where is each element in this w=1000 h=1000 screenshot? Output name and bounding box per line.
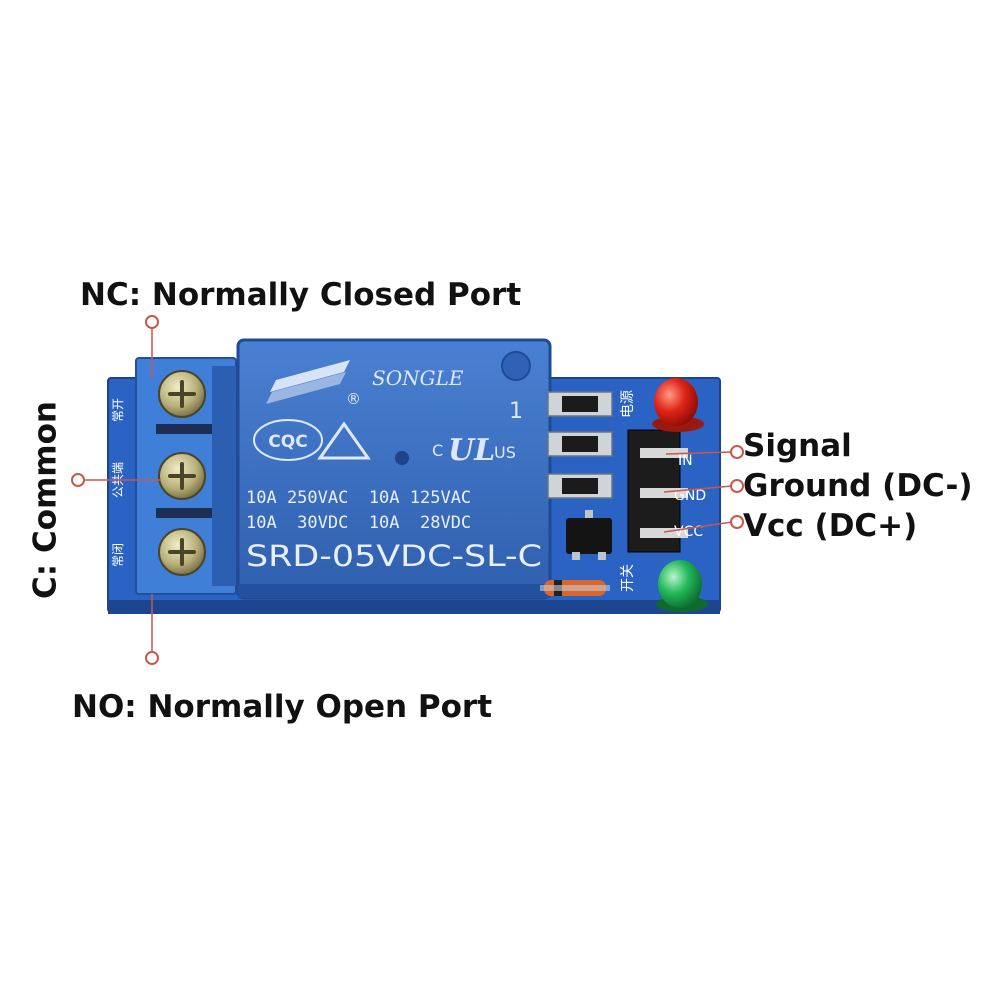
vcc-pin-label: Vcc (DC+) [743,508,918,544]
rating-line-2: 10A 30VDC 10A 28VDC [246,513,471,533]
pcb-shadow [108,600,720,614]
callout-line-ground [663,485,733,493]
cqc-logo-icon: CQC [253,419,323,461]
callout-dot-no [145,651,159,665]
relay-model: SRD-05VDC-SL-C [246,539,542,573]
terminal-divider [156,424,212,434]
callout-dot-vcc [730,515,744,529]
screw-terminal-no [158,528,206,576]
callout-dot-nc [145,315,159,329]
header-pin [640,488,688,498]
songle-logo-icon [266,360,350,404]
ul-us: US [494,443,516,462]
common-port-label: C: Common [27,401,64,599]
diode [540,580,610,596]
pin-label-in: IN [678,453,693,469]
no-port-label: NO: Normally Open Port [72,689,493,725]
ground-pin-label: Ground (DC-) [743,468,973,504]
terminal-text-bot: 常闭 [111,543,125,567]
relay-mount-hole [501,351,531,381]
relay-center-dot [395,451,409,465]
terminal-text-top: 常开 [111,398,125,422]
warning-triangle-icon [317,421,371,460]
registered-mark: ® [346,390,361,408]
status-led-icon [656,560,708,612]
screw-terminal-common [158,452,206,500]
ul-c: C [432,441,443,460]
terminal-block-side [212,366,236,586]
ul-mark-icon: C UL US 1 [432,399,523,468]
smd-transistor [566,510,612,560]
nc-port-label: NC: Normally Closed Port [80,277,522,313]
pin-label-gnd: GND [674,488,706,504]
smd-resistor [547,431,613,457]
smd-resistor [547,391,613,417]
relay-body-base [238,584,550,598]
callout-line-vcc [663,521,733,533]
screw-terminal-nc [158,370,206,418]
callout-line-signal [665,451,733,455]
callout-dot-signal [730,445,744,459]
callout-dot-ground [730,479,744,493]
header-pin [640,528,688,538]
smd-resistor [547,473,613,499]
ul-mark: UL [448,433,495,468]
switch-label: 开关 [620,564,636,592]
callout-dot-common [71,473,85,487]
signal-pin-label: Signal [743,428,852,464]
rating-line-1: 10A 250VAC 10A 125VAC [246,488,471,508]
terminal-divider [156,508,212,518]
relay-brand: SONGLE [372,366,464,390]
power-led-icon [652,378,704,432]
power-label: 电源 [620,390,636,418]
cqc-text: CQC [268,432,307,452]
header-pin [640,448,688,458]
ul-one: 1 [509,399,523,424]
